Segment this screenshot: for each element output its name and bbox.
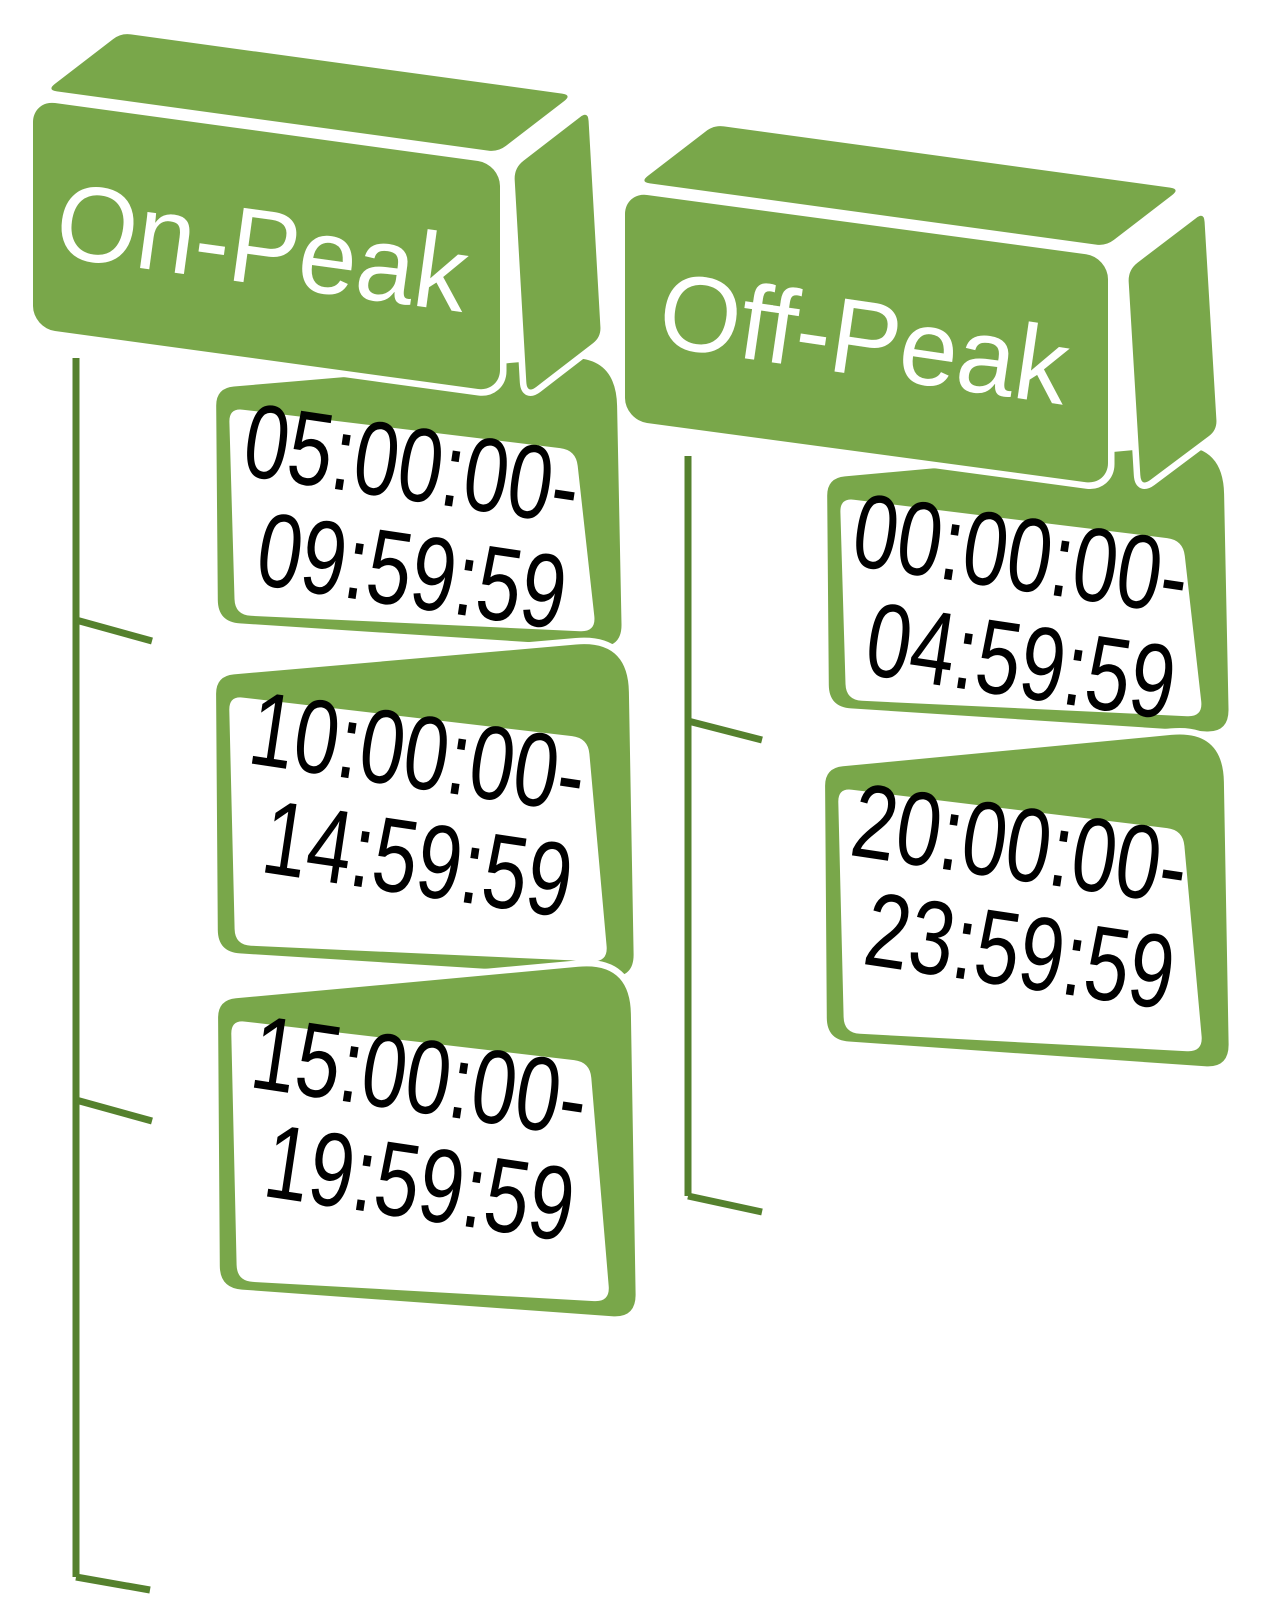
on-peak-header-side-face: [508, 108, 607, 396]
time-box-off-peak-2: 20:00:00-23:59:59: [818, 727, 1236, 1073]
time-box-on-peak-2-face: [229, 697, 607, 962]
time-box-on-peak-3-face: [231, 1021, 609, 1302]
on-peak-header-front-face: [26, 96, 507, 396]
off-peak-header: Off-Peak: [618, 119, 1223, 489]
connector-stub-on-peak-1: [75, 616, 153, 645]
time-box-on-peak-1: 05:00:00-09:59:59: [209, 351, 628, 654]
connector-stub-off-peak-1: [687, 717, 763, 744]
on-peak-header: On-Peak: [26, 27, 607, 396]
off-peak-header-top-face: [637, 119, 1183, 252]
time-box-off-peak-1: 00:00:00-04:59:59: [820, 439, 1235, 742]
connector-stub-on-peak-2: [75, 1096, 153, 1125]
time-box-off-peak-2-face: [838, 789, 1202, 1052]
time-box-on-peak-1-face: [229, 409, 595, 632]
on-peak-header-top-face: [44, 27, 575, 158]
connector-stub-off-peak-2: [687, 1192, 763, 1216]
time-box-off-peak-1-face: [840, 499, 1202, 717]
off-peak-header-front-face: [618, 188, 1115, 489]
time-box-on-peak-2: 10:00:00-14:59:59: [209, 637, 641, 984]
off-peak-header-side-face: [1122, 209, 1223, 489]
time-box-on-peak-3: 15:00:00-19:59:59: [211, 959, 643, 1323]
connector-stub-on-peak-3: [75, 1573, 151, 1594]
